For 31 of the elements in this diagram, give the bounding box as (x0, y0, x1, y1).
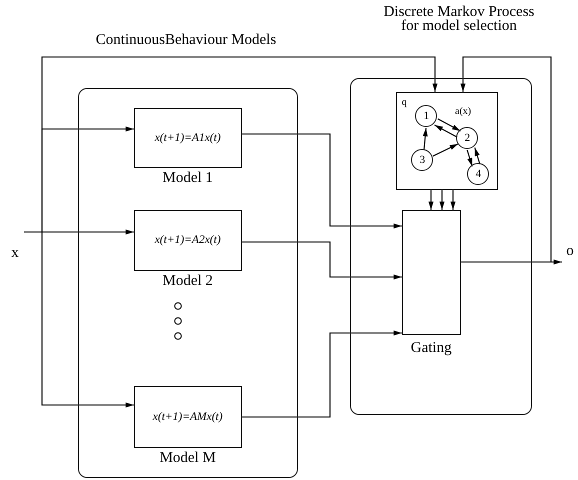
equation: x(t+1)=A1x(t) (154, 132, 222, 144)
arrow (466, 150, 473, 167)
group-heading: ContinuousBehaviour Models (94, 33, 278, 47)
model-label: Model 1 (162, 170, 213, 187)
arrow (434, 124, 458, 138)
arrow (422, 128, 428, 150)
signal-label: x (6, 224, 24, 260)
state-circle: 3 (411, 149, 434, 172)
process-label: q (402, 96, 407, 108)
model-label: Model M (160, 450, 216, 467)
block-label: Gating (410, 340, 452, 357)
arrow (428, 190, 434, 210)
model-label: Model 2 (162, 272, 213, 290)
arrow (474, 147, 480, 164)
arrow (24, 56, 438, 233)
state-circle: 2 (456, 127, 478, 150)
signal-label: o (562, 244, 578, 270)
edge-label: a(x) (455, 106, 472, 117)
equation: x(t+1)=AMx(t) (152, 410, 224, 423)
state-circle: 1 (415, 105, 438, 128)
arrow (432, 143, 458, 157)
arrow (242, 241, 402, 280)
group-heading: Discrete Markov Process for model selection (382, 5, 536, 33)
state-circle: 4 (467, 163, 490, 186)
arrow (450, 190, 456, 210)
equation: x(t+1)=A2x(t) (154, 234, 222, 246)
arrow (460, 56, 552, 263)
arrow (438, 118, 461, 132)
arrow (242, 330, 402, 418)
arrow (440, 190, 444, 210)
arrow (242, 133, 402, 228)
